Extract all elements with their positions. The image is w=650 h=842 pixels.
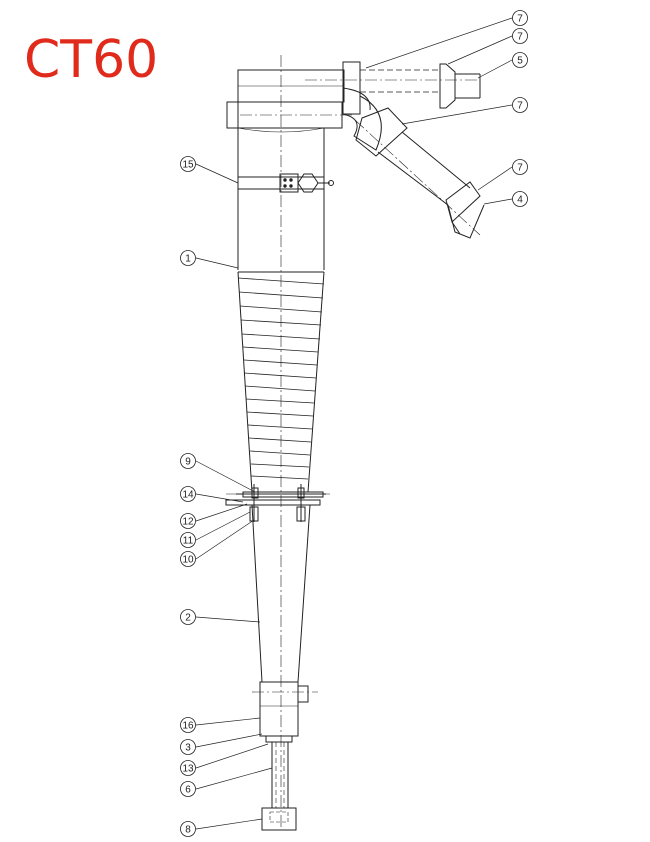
- svg-text:12: 12: [182, 517, 194, 528]
- svg-text:1: 1: [185, 254, 191, 265]
- svg-text:9: 9: [185, 457, 191, 468]
- svg-text:5: 5: [517, 56, 523, 67]
- callout-5: 5: [512, 52, 528, 68]
- svg-text:7: 7: [517, 101, 523, 112]
- spray-guard: [261, 807, 297, 831]
- callout-14: 14: [180, 486, 196, 502]
- overflow-elbow: [341, 61, 481, 151]
- inlet-head: [226, 69, 345, 129]
- inlet-pipe: [355, 107, 485, 239]
- callout-7-d: 7: [512, 159, 528, 175]
- cone-section: [237, 271, 325, 493]
- svg-text:7: 7: [517, 32, 523, 43]
- svg-text:15: 15: [182, 160, 194, 171]
- leader-lines: [195, 17, 513, 830]
- svg-text:7: 7: [517, 163, 523, 174]
- clamp-band: [237, 173, 334, 193]
- callout-9: 9: [180, 453, 196, 469]
- callout-16: 16: [180, 717, 196, 733]
- callout-13: 13: [180, 760, 196, 776]
- callout-6: 6: [180, 781, 196, 797]
- svg-text:2: 2: [185, 613, 191, 624]
- callout-8: 8: [180, 821, 196, 837]
- underflow-pipe: [271, 742, 289, 808]
- callout-10: 10: [180, 551, 196, 567]
- callout-7-c: 7: [512, 97, 528, 113]
- drawing-title: CT60: [24, 30, 159, 90]
- callout-11: 11: [180, 532, 196, 548]
- svg-text:7: 7: [517, 14, 523, 25]
- cylinder-body: [237, 127, 325, 270]
- svg-text:4: 4: [517, 195, 523, 206]
- svg-text:8: 8: [185, 825, 191, 836]
- lower-cone: [251, 504, 311, 683]
- svg-text:14: 14: [182, 490, 194, 501]
- callout-7-b: 7: [512, 28, 528, 44]
- svg-text:3: 3: [185, 743, 191, 754]
- callout-15: 15: [180, 156, 196, 172]
- callout-7-a: 7: [512, 10, 528, 26]
- svg-text:6: 6: [185, 785, 191, 796]
- svg-text:11: 11: [183, 536, 194, 547]
- apex-housing: [259, 681, 309, 743]
- callout-4: 4: [512, 191, 528, 207]
- callout-12: 12: [180, 513, 196, 529]
- callout-3: 3: [180, 739, 196, 755]
- center-lines: [226, 55, 481, 830]
- callout-1: 1: [180, 250, 196, 266]
- callout-2: 2: [180, 609, 196, 625]
- svg-text:13: 13: [182, 764, 194, 775]
- svg-text:10: 10: [182, 555, 194, 566]
- svg-text:16: 16: [182, 721, 194, 732]
